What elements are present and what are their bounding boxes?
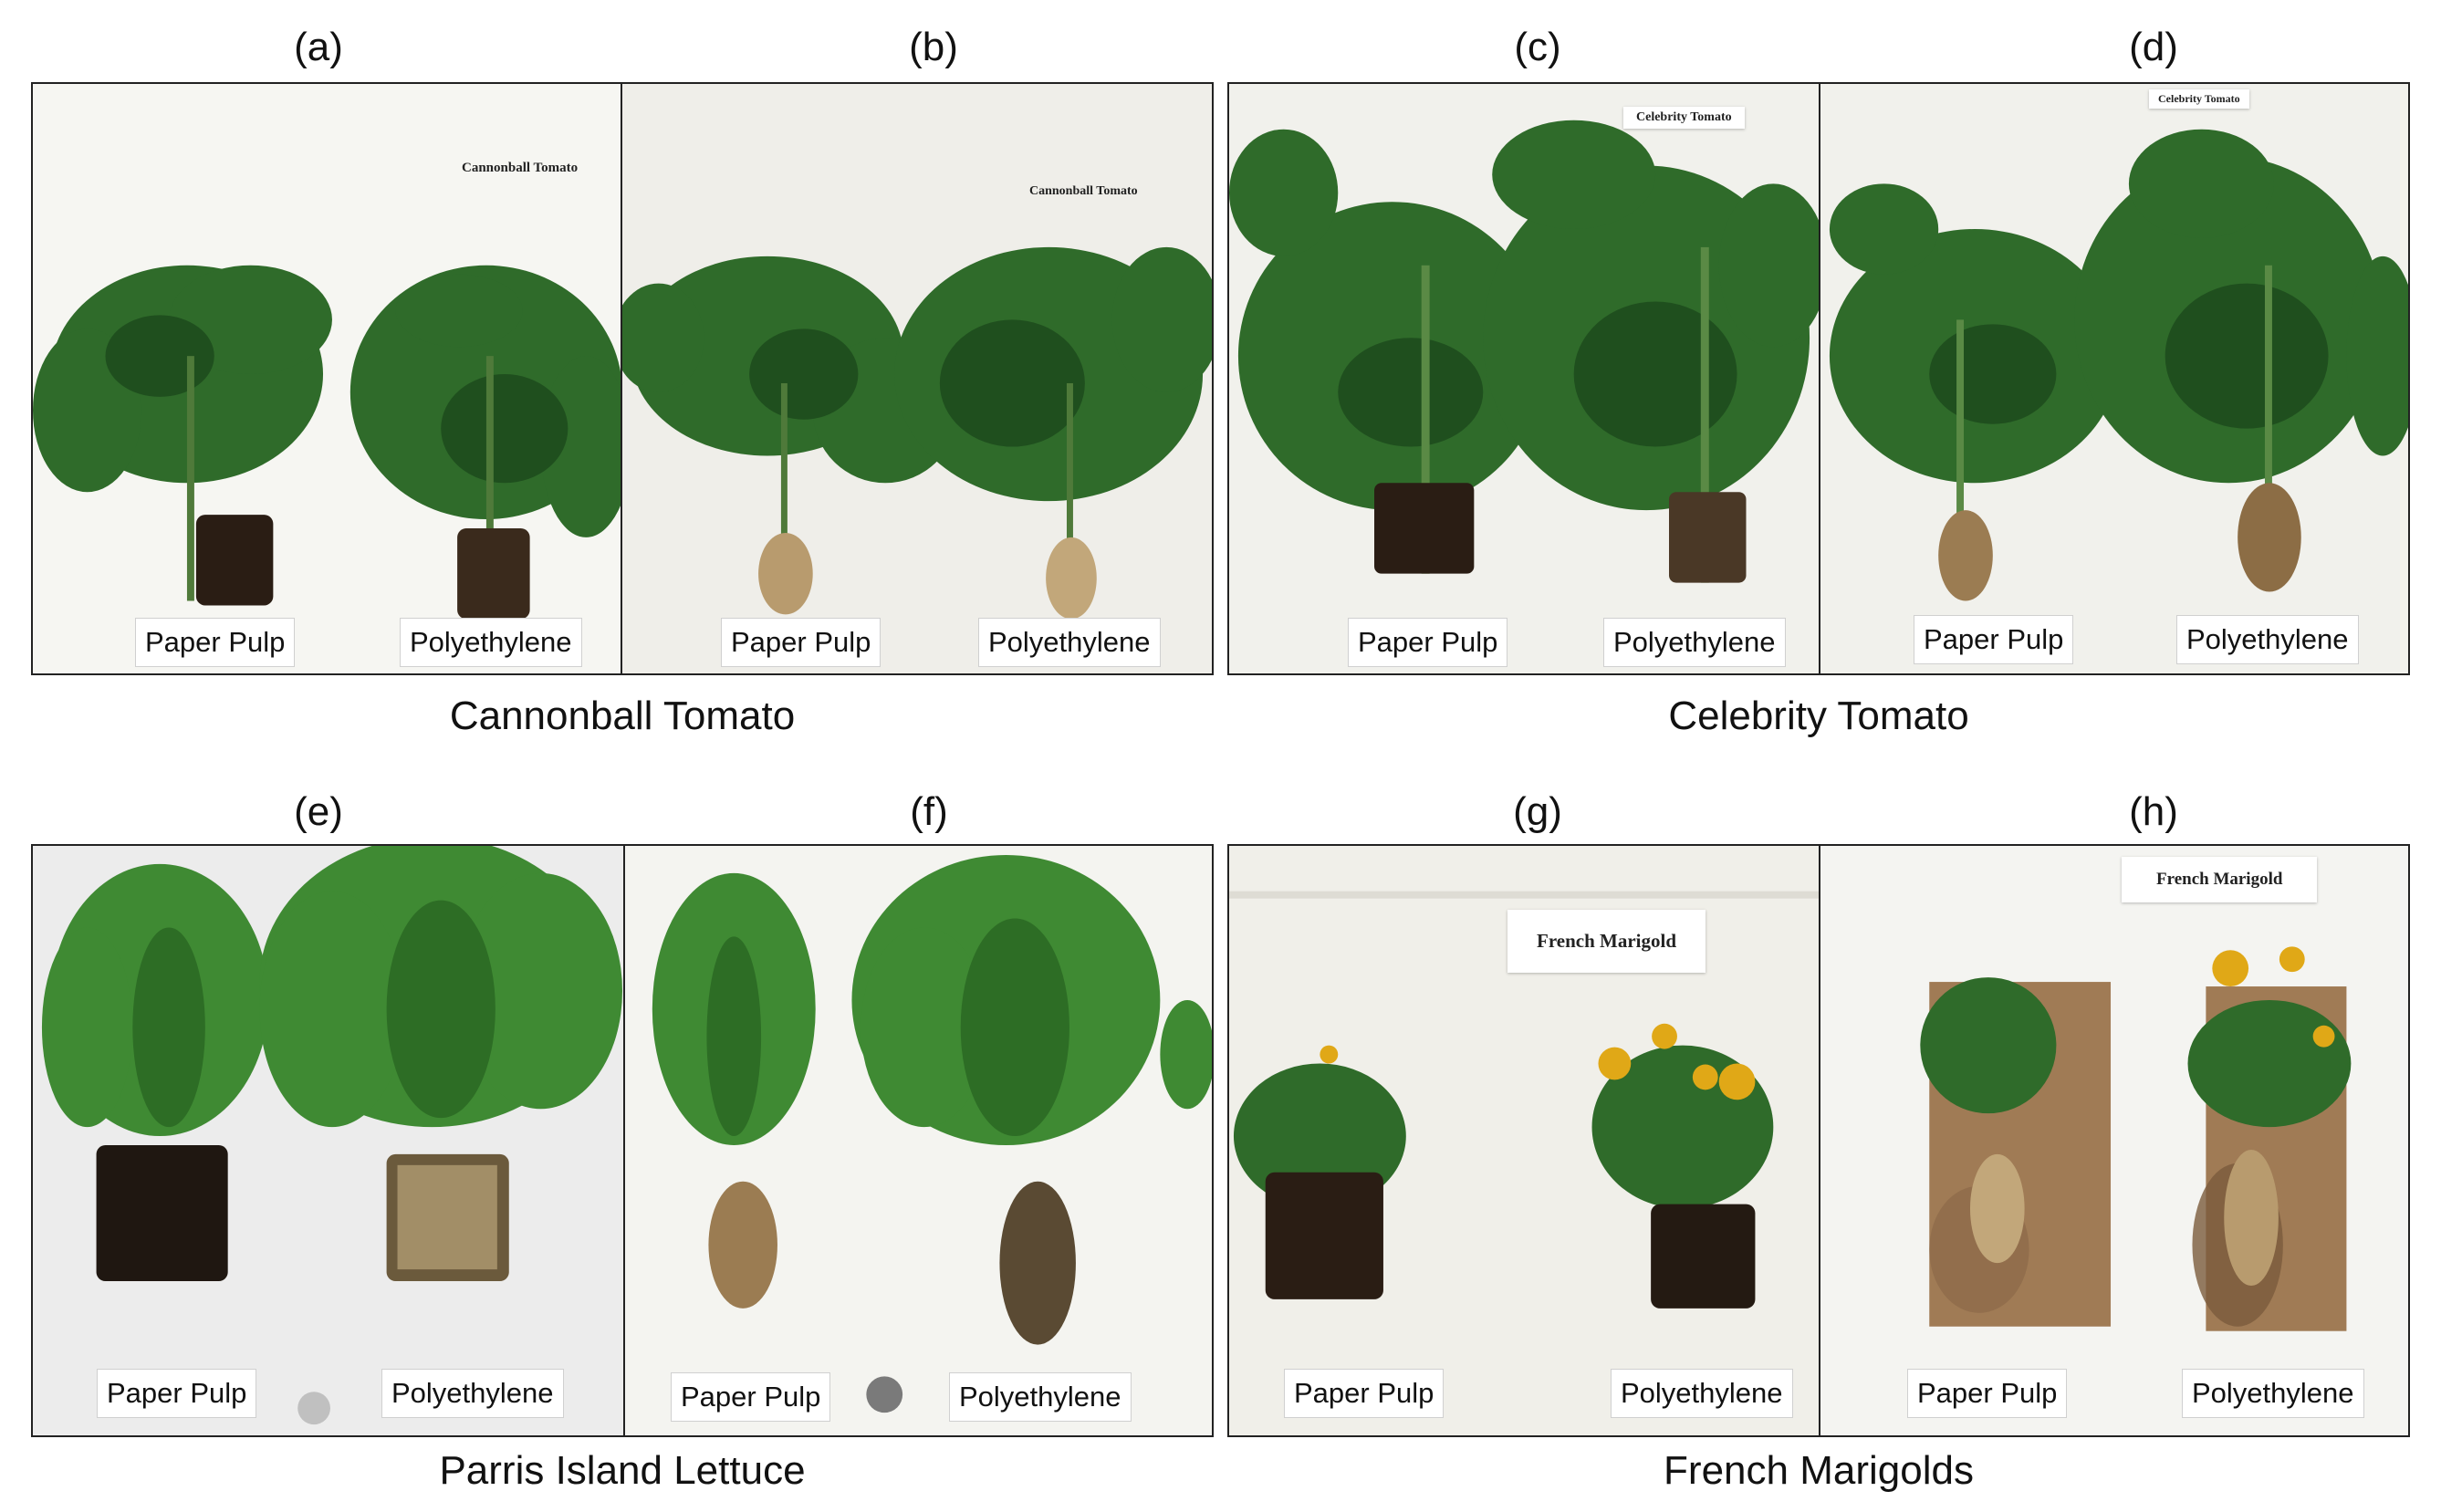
- polyethylene-tag: Polyethylene: [2182, 1369, 2364, 1418]
- panel-label-d: (d): [2129, 25, 2178, 69]
- plant-sign: Cannonball Tomato: [462, 161, 579, 175]
- plant-sign: French Marigold: [1507, 910, 1706, 973]
- group-title-parris-island-lettuce: Parris Island Lettuce: [439, 1448, 806, 1493]
- polyethylene-tag: Polyethylene: [949, 1372, 1132, 1422]
- panel-label-f: (f): [910, 789, 948, 834]
- plant-sign: Cannonball Tomato: [1029, 184, 1138, 198]
- panel-label-b: (b): [909, 25, 958, 69]
- polyethylene-tag: Polyethylene: [978, 618, 1161, 667]
- paper-pulp-tag: Paper Pulp: [1348, 618, 1508, 667]
- group-title-french-marigolds: French Marigolds: [1664, 1448, 1974, 1493]
- panel-label-a: (a): [294, 25, 343, 69]
- paper-pulp-tag: Paper Pulp: [1907, 1369, 2068, 1418]
- polyethylene-tag: Polyethylene: [1611, 1369, 1793, 1418]
- paper-pulp-tag: Paper Pulp: [97, 1369, 257, 1418]
- polyethylene-tag: Polyethylene: [381, 1369, 564, 1418]
- panel-label-h: (h): [2129, 789, 2178, 834]
- plant-sign: Celebrity Tomato: [1623, 107, 1745, 129]
- panel-label-g: (g): [1513, 789, 1562, 834]
- polyethylene-tag: Polyethylene: [400, 618, 582, 667]
- photo-panel-a: Cannonball Tomato Paper Pulp Polyethylen…: [31, 82, 622, 675]
- polyethylene-tag: Polyethylene: [1603, 618, 1786, 667]
- plant-sign: French Marigold: [2122, 857, 2318, 902]
- plant-sign: Celebrity Tomato: [2149, 89, 2249, 109]
- photo-panel-g: French Marigold Paper Pulp Polyethylene: [1227, 844, 1820, 1437]
- photo-panel-h: French Marigold Paper Pulp Polyethylene: [1819, 844, 2410, 1437]
- photo-panel-e: Paper Pulp Polyethylene: [31, 844, 625, 1437]
- photo-panel-d: Celebrity Tomato Paper Pulp Polyethylene: [1819, 82, 2410, 675]
- group-title-cannonball-tomato: Cannonball Tomato: [449, 693, 796, 738]
- paper-pulp-tag: Paper Pulp: [721, 618, 881, 667]
- polyethylene-tag: Polyethylene: [2176, 615, 2359, 664]
- panel-label-c: (c): [1514, 25, 1561, 69]
- photo-panel-c: Celebrity Tomato Paper Pulp Polyethylene: [1227, 82, 1820, 675]
- photo-panel-f: Paper Pulp Polyethylene: [623, 844, 1214, 1437]
- group-title-celebrity-tomato: Celebrity Tomato: [1668, 693, 1969, 738]
- panel-label-e: (e): [294, 789, 343, 834]
- paper-pulp-tag: Paper Pulp: [135, 618, 296, 667]
- paper-pulp-tag: Paper Pulp: [1284, 1369, 1445, 1418]
- photo-panel-b: Cannonball Tomato Paper Pulp Polyethylen…: [621, 82, 1214, 675]
- paper-pulp-tag: Paper Pulp: [1914, 615, 2074, 664]
- paper-pulp-tag: Paper Pulp: [671, 1372, 831, 1422]
